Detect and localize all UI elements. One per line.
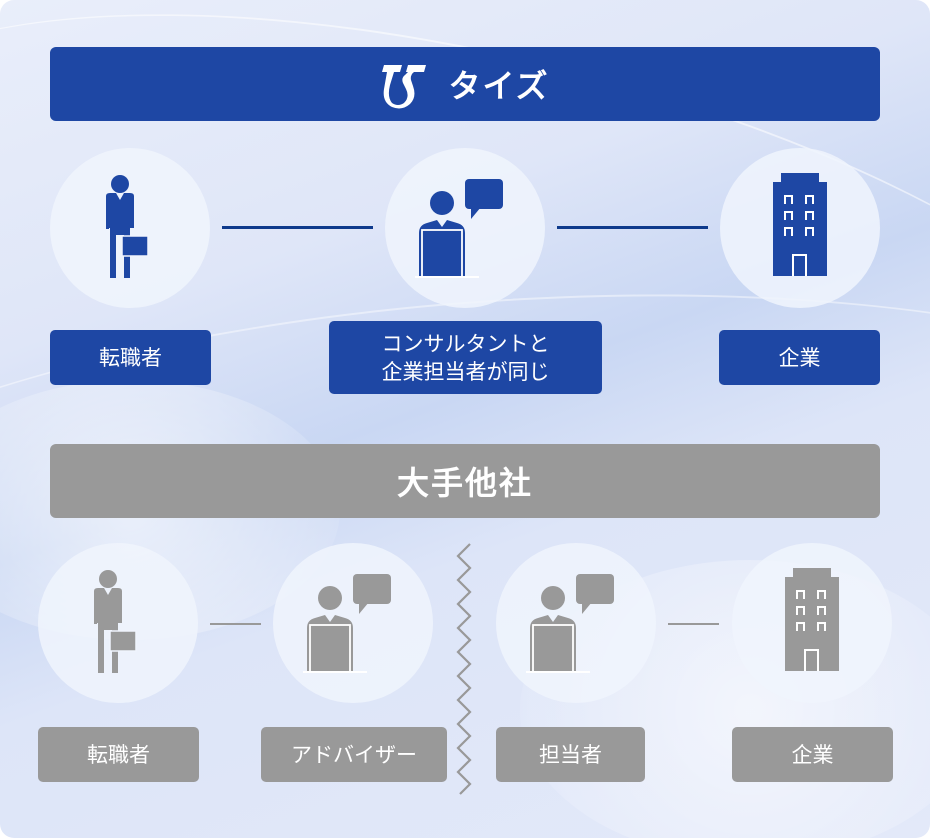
connector-line: [668, 623, 719, 625]
company-label: 企業: [732, 727, 893, 782]
label-text: アドバイザー: [291, 742, 417, 767]
label-text: 転職者: [87, 742, 150, 767]
rep-node: [496, 543, 656, 703]
connector-line: [210, 623, 261, 625]
connector-line: [222, 226, 373, 229]
competitor-banner: 大手他社: [50, 444, 880, 518]
label-text: 企業: [778, 345, 821, 370]
rep-label: 担当者: [496, 727, 645, 782]
label-text: 担当者: [539, 742, 602, 767]
consultant-label: コンサルタントと 企業担当者が同じ: [329, 321, 602, 394]
company-label: 企業: [719, 330, 880, 385]
job-seeker-node: [38, 543, 198, 703]
job-seeker-label: 転職者: [50, 330, 211, 385]
company-node: [720, 148, 880, 308]
tize-title: タイズ: [448, 67, 550, 105]
competitor-title: 大手他社: [396, 464, 533, 502]
label-text: 転職者: [99, 345, 162, 370]
building-icon: [785, 568, 839, 671]
consultant-icon: [415, 179, 503, 278]
connector-line: [557, 226, 708, 229]
tize-banner: タイズ: [50, 47, 880, 121]
label-text-line1: コンサルタントと: [381, 331, 550, 356]
label-text: 企業: [791, 742, 834, 767]
zigzag-break-icon: [456, 543, 472, 795]
consultant-icon: [526, 574, 614, 673]
building-icon: [773, 173, 827, 276]
consultant-icon: [303, 574, 391, 673]
consultant-node: [385, 148, 545, 308]
advisor-node: [273, 543, 433, 703]
label-text-line2: 企業担当者が同じ: [381, 359, 550, 384]
job-seeker-node: [50, 148, 210, 308]
company-node: [732, 543, 892, 703]
job-seeker-label: 転職者: [38, 727, 199, 782]
tize-logo-icon: [382, 65, 427, 109]
businessperson-icon: [106, 175, 149, 278]
advisor-label: アドバイザー: [261, 727, 447, 782]
businessperson-icon: [94, 570, 137, 673]
